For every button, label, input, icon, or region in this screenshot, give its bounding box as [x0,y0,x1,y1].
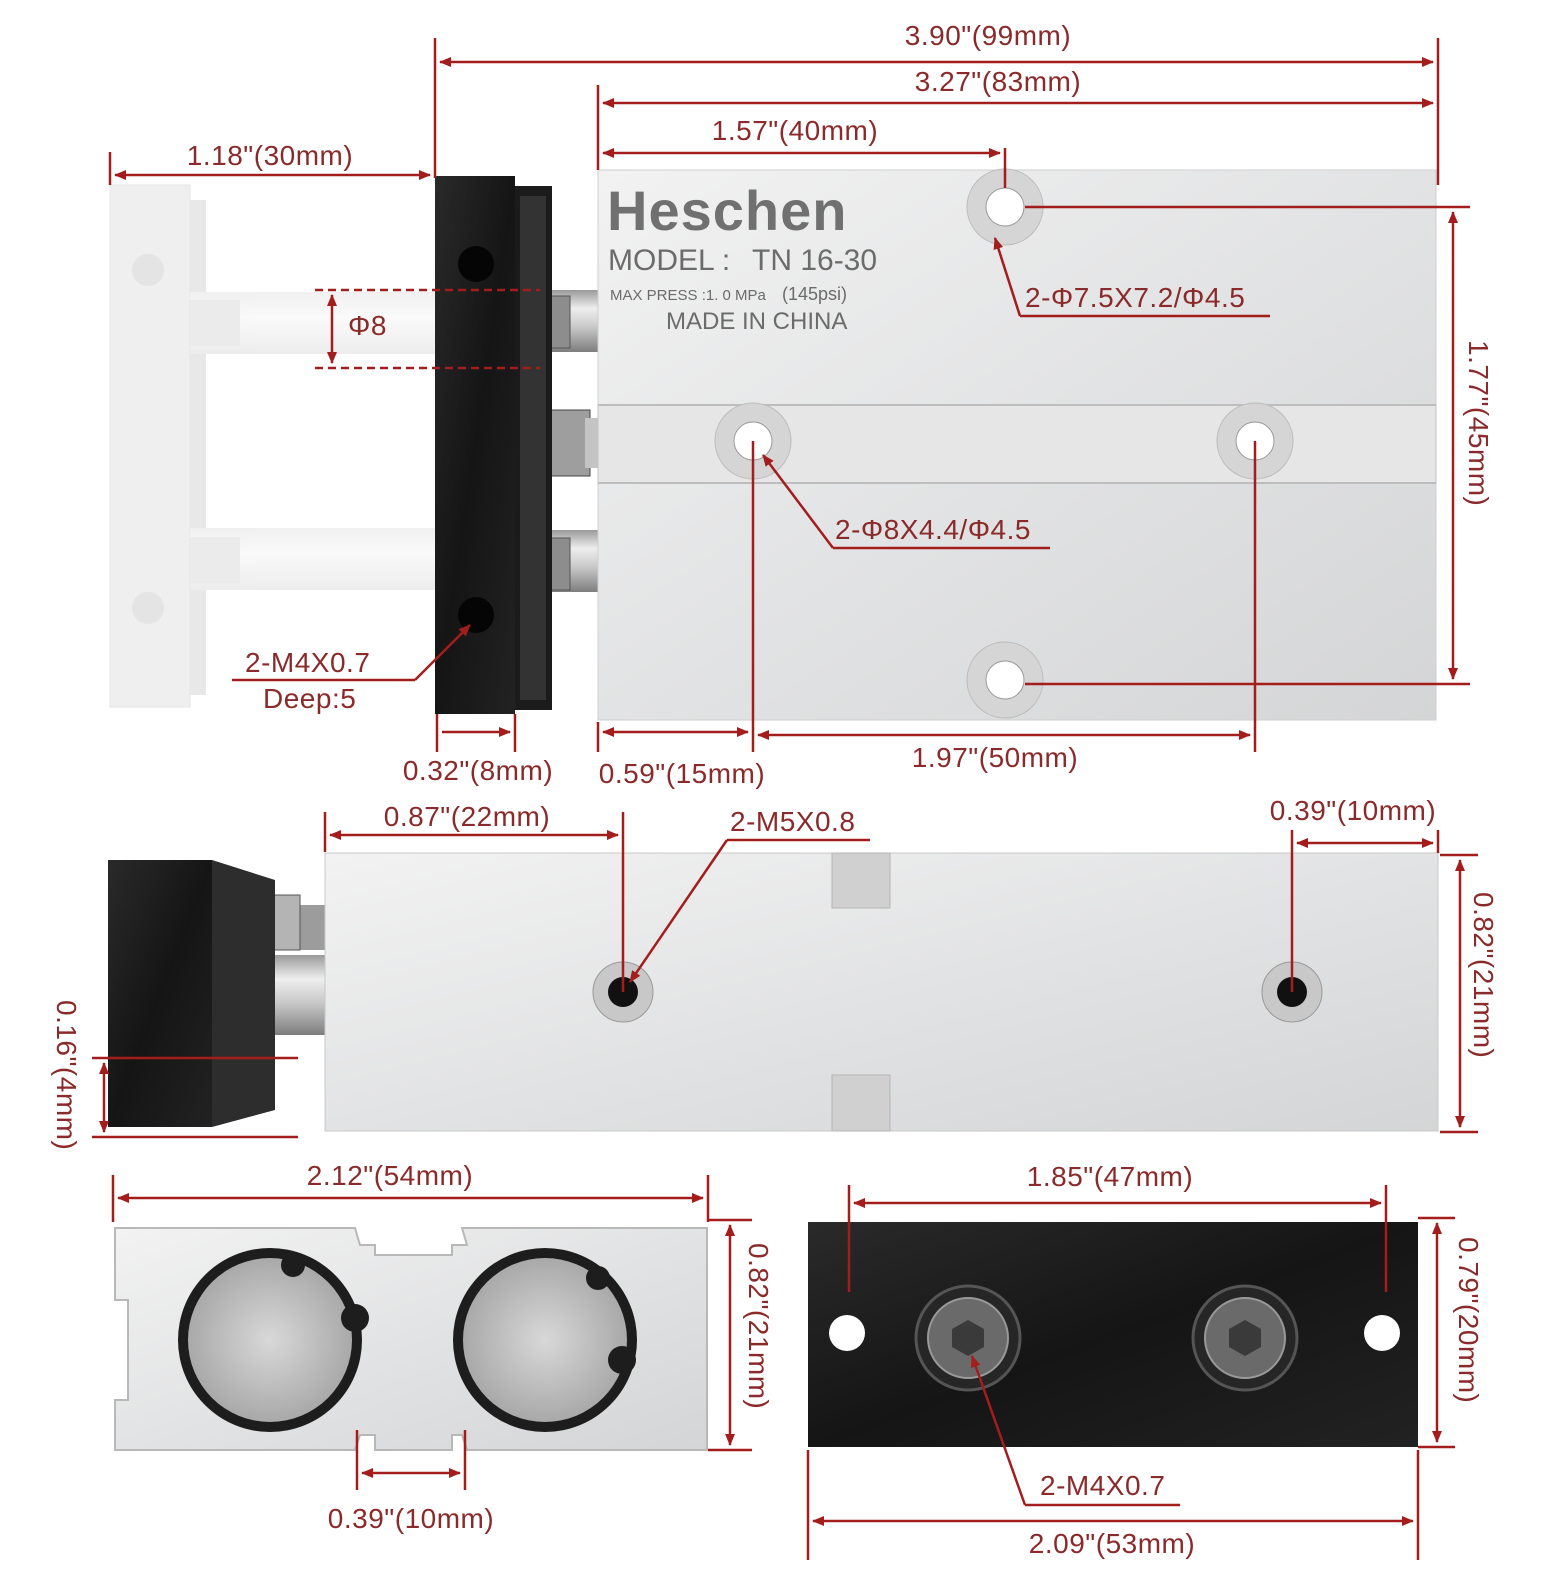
ghost-plate [109,184,435,708]
callout-counterbore-mid: 2-Φ8X4.4/Φ4.5 [835,514,1031,545]
dim-hole-offset-top: 1.57"(40mm) [711,115,879,146]
callout-plate-thread: 2-M4X0.7 [245,647,371,678]
dim-plate-step: 0.16"(4mm) [51,1000,82,1151]
pressure-label: MAX PRESS :1. 0 MPa [610,287,766,304]
dim-port-offset: 0.87"(22mm) [383,801,551,832]
cylinder-body-side-view [108,852,1439,1132]
model-value: TN 16-30 [752,244,878,277]
dim-end-port-offset: 0.39"(10mm) [1269,795,1437,826]
dim-overall-length: 3.90"(99mm) [904,20,1072,51]
end-plate-front-view [808,1222,1418,1447]
callout-port-thread: 2-M5X0.8 [730,806,856,837]
dim-rod-diameter: Φ8 [348,310,387,341]
pressure-psi: (145psi) [782,284,848,304]
dimension-lines [92,38,1478,1560]
callout-counterbore-top: 2-Φ7.5X7.2/Φ4.5 [1025,282,1246,313]
brand-name: Heschen [607,179,848,242]
dim-side-height: 0.82"(21mm) [1468,892,1499,1059]
dim-plate-width: 2.09"(53mm) [1028,1528,1196,1559]
dim-slot-width: 0.39"(10mm) [327,1503,495,1534]
dim-height: 1.77"(45mm) [1463,340,1494,507]
end-plate-top-view [435,176,552,714]
dim-end-width: 2.12"(54mm) [306,1160,474,1191]
callout-leaders [232,237,1270,1507]
origin-label: MADE IN CHINA [666,308,848,335]
dim-end-height: 0.82"(21mm) [743,1243,774,1410]
cylinder-end-view [114,1227,708,1451]
dim-plate-height: 0.79"(20mm) [1453,1237,1484,1404]
dim-stroke: 1.18"(30mm) [186,140,354,171]
cylinder-body-top-view [597,168,1437,721]
dim-plate-thickness: 0.32"(8mm) [402,755,554,786]
model-label: MODEL : [608,244,731,277]
dim-body-length: 3.27"(83mm) [914,66,1082,97]
dim-plate-hole-spacing: 1.85"(47mm) [1026,1161,1194,1192]
callout-plate-thread-depth: Deep:5 [263,683,357,714]
dim-hole-spacing: 1.97"(50mm) [911,742,1079,773]
callout-plate-thread-front: 2-M4X0.7 [1040,1470,1166,1501]
dim-hole-offset-side: 0.59"(15mm) [598,758,766,789]
